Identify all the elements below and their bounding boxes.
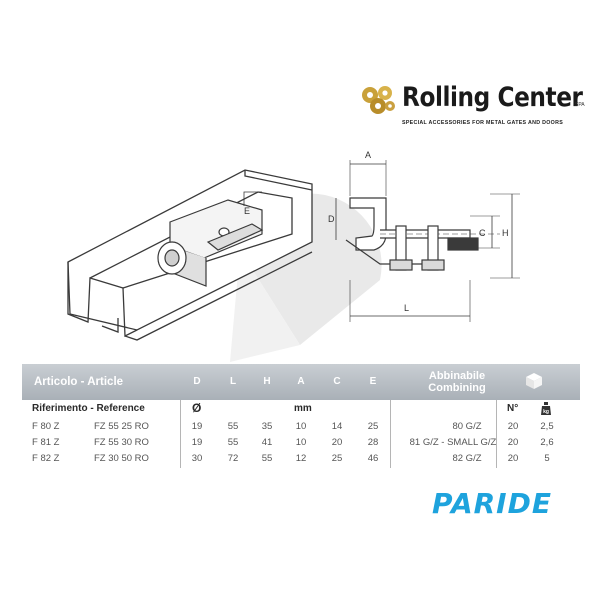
dim-label-a: A: [365, 150, 371, 160]
table-subheader: Riferimento - Reference Ø mm N° kg: [22, 400, 580, 418]
cell-ref: FZ 30 50 RO: [94, 453, 149, 464]
header-e: E: [369, 376, 377, 387]
cell-code: F 80 Z: [32, 421, 60, 432]
cell-c: 14: [331, 421, 343, 432]
bracket-assembly: [157, 191, 264, 287]
cell-a: 10: [295, 437, 307, 448]
svg-text:kg: kg: [543, 409, 549, 415]
cell-c: 25: [331, 453, 343, 464]
diameter-symbol: Ø: [192, 401, 202, 415]
cell-c: 20: [331, 437, 343, 448]
table-row: F 82 Z FZ 30 50 RO 30 72 55 12 25 46 82 …: [22, 453, 580, 468]
cell-a: 10: [295, 421, 307, 432]
cell-weight: 5: [544, 453, 550, 464]
cell-h: 35: [261, 421, 273, 432]
header-d: D: [193, 376, 201, 387]
cell-h: 41: [261, 437, 273, 448]
cell-e: 28: [367, 437, 379, 448]
cell-ref: FZ 55 30 RO: [94, 437, 149, 448]
table-row: F 81 Z FZ 55 30 RO 19 55 41 10 20 28 81 …: [22, 437, 580, 452]
cell-code: F 81 Z: [32, 437, 60, 448]
cell-l: 72: [227, 453, 239, 464]
dim-label-c: C: [479, 228, 486, 238]
cell-weight: 2,5: [540, 421, 554, 432]
cell-l: 55: [227, 421, 239, 432]
cell-qty: 20: [507, 437, 519, 448]
dim-label-d: D: [328, 214, 335, 224]
subheader-unit: mm: [294, 403, 312, 414]
logo-suffix: SPA: [575, 102, 585, 108]
cell-qty: 20: [507, 421, 519, 432]
rolling-center-mark-icon: [362, 86, 395, 114]
header-c: C: [333, 376, 341, 387]
paride-logo: PARIDE: [432, 487, 552, 520]
cell-weight: 2,6: [540, 437, 554, 448]
package-box-icon: [526, 373, 542, 389]
header-h: H: [263, 376, 271, 387]
dim-label-h: H: [502, 228, 509, 238]
dim-label-l: L: [404, 303, 409, 313]
cell-a: 12: [295, 453, 307, 464]
header-combining: Abbinabile Combining: [428, 370, 486, 394]
cell-ref: FZ 55 25 RO: [94, 421, 149, 432]
logo-name: Rolling Center: [402, 82, 583, 113]
side-view: [335, 160, 520, 322]
dim-label-e-3d: E: [244, 206, 250, 216]
cell-d: 19: [191, 437, 203, 448]
cell-e: 46: [367, 453, 379, 464]
subheader-qty: N°: [507, 403, 519, 414]
header-article: Articolo - Article: [34, 376, 124, 388]
cell-qty: 20: [507, 453, 519, 464]
header-l: L: [229, 376, 237, 387]
table-row: F 80 Z FZ 55 25 RO 19 55 35 10 14 25 80 …: [22, 421, 580, 436]
subheader-reference: Riferimento - Reference: [32, 403, 145, 414]
weight-icon: kg: [541, 402, 551, 415]
cell-d: 30: [191, 453, 203, 464]
cell-h: 55: [261, 453, 273, 464]
column-divider: [496, 400, 497, 468]
cell-combining: 80 G/Z: [452, 421, 482, 432]
cell-combining: 82 G/Z: [452, 453, 482, 464]
cell-combining: 81 G/Z - SMALL G/Z: [409, 437, 497, 448]
column-divider: [390, 400, 391, 468]
table-header-bar: Articolo - Article D L H A C E Abbinabil…: [22, 364, 580, 400]
cell-code: F 82 Z: [32, 453, 60, 464]
logo-tagline: SPECIAL ACCESSORIES FOR METAL GATES AND …: [402, 120, 564, 126]
product-technical-drawing: E A D C H L: [67, 150, 520, 362]
header-a: A: [297, 376, 305, 387]
rolling-center-logo: Rolling Center SPA SPECIAL ACCESSORIES F…: [360, 78, 592, 130]
column-divider: [180, 400, 181, 468]
cell-l: 55: [227, 437, 239, 448]
cell-d: 19: [191, 421, 203, 432]
cell-e: 25: [367, 421, 379, 432]
